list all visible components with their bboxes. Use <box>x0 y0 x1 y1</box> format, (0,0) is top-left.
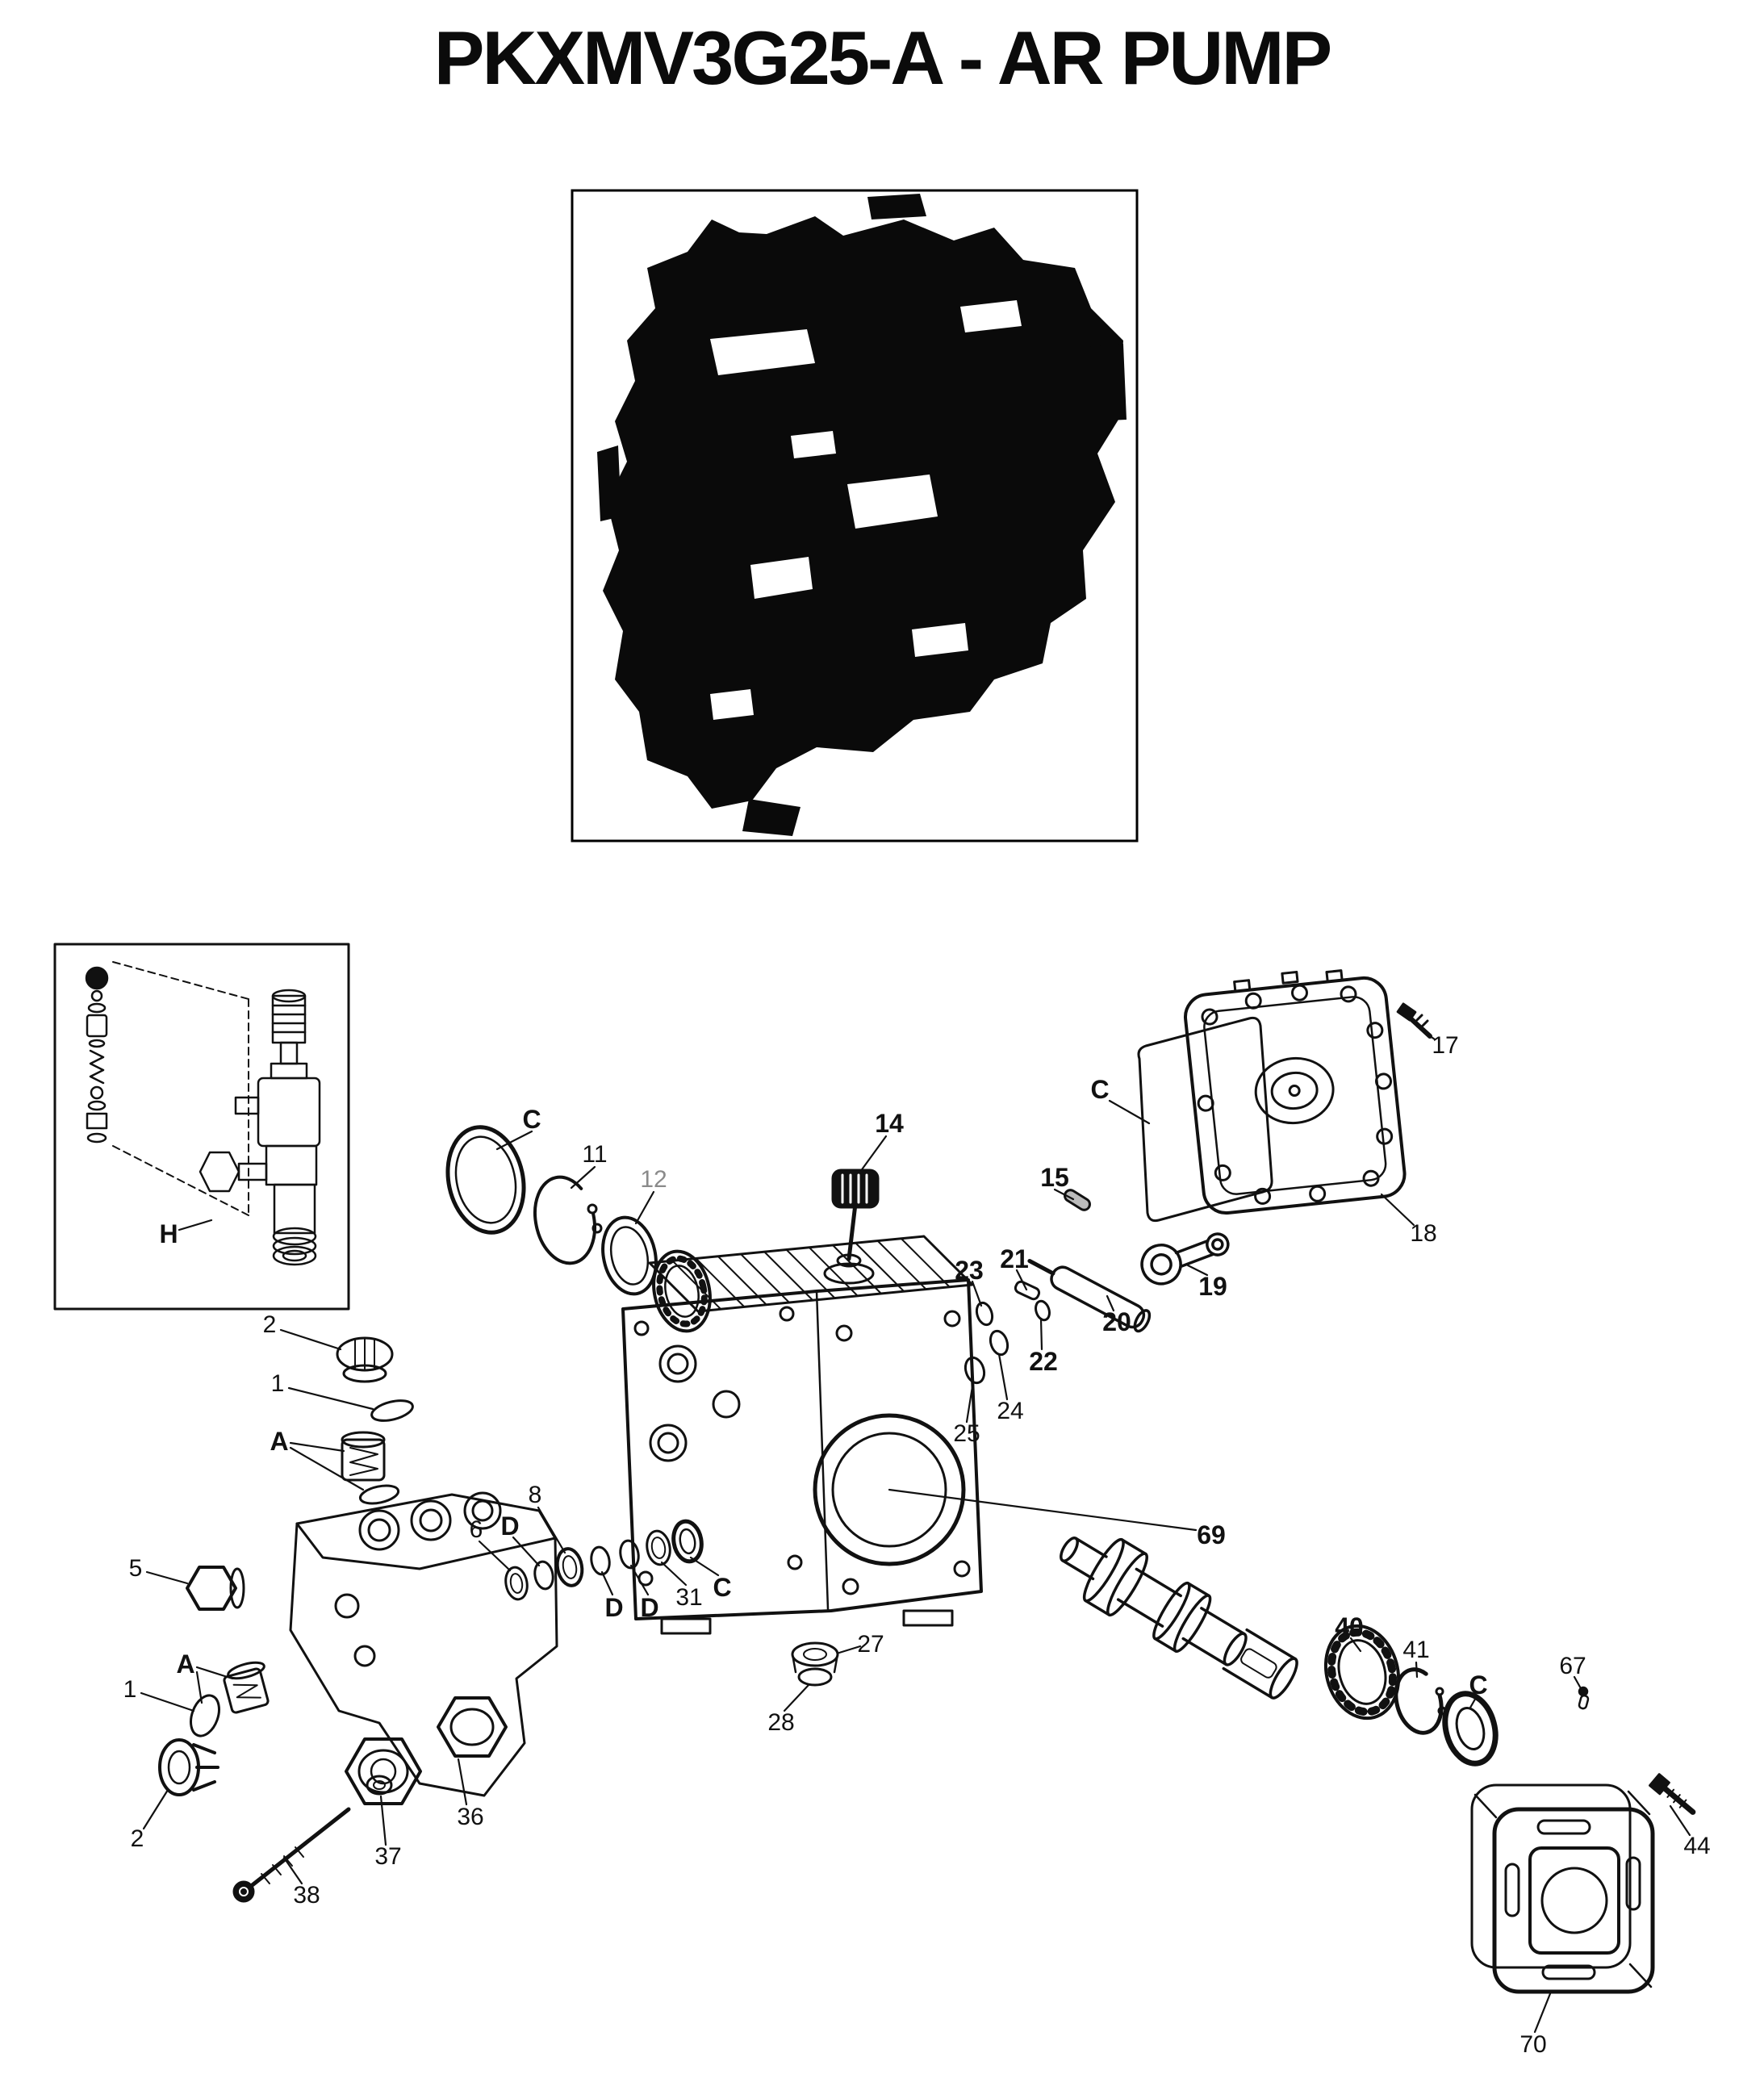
plunger-rod-20 <box>1027 1259 1152 1333</box>
seals-c-11-12 <box>445 1125 712 1333</box>
snap-ring-41 <box>1394 1667 1447 1735</box>
small-parts-21-25 <box>964 1280 1051 1385</box>
plug-5 <box>186 1566 245 1611</box>
pump-photo <box>571 189 1139 843</box>
o-ring-1-left <box>190 1694 220 1737</box>
manifold-block <box>289 1491 558 1805</box>
o-ring-1-upper <box>370 1399 414 1422</box>
valve-a-left <box>223 1661 270 1714</box>
oil-seal-c-right <box>1442 1691 1499 1767</box>
inset-box <box>53 943 350 1311</box>
pin-15 <box>1064 1189 1091 1211</box>
pump-body <box>621 1235 983 1635</box>
dipstick-knob-14 <box>831 1169 880 1268</box>
connecting-rod-19 <box>1140 1232 1230 1286</box>
bearing-40 <box>1323 1624 1401 1721</box>
screw-44 <box>1649 1773 1696 1815</box>
plug-2-upper <box>336 1336 394 1383</box>
unloader-valve-drawing <box>199 989 321 1266</box>
pin-67 <box>1578 1686 1590 1710</box>
leader-lines <box>140 1025 1691 2034</box>
diagram-title: PKXMV3G25-A - AR PUMP <box>433 15 1332 100</box>
hex-plug-2-left <box>158 1738 219 1796</box>
crankshaft-69 <box>1060 1537 1298 1700</box>
flange-70 <box>1470 1783 1655 1994</box>
washer-37 <box>366 1775 393 1796</box>
pump-photo-highlights <box>710 300 1022 720</box>
gasket-c <box>1137 1016 1273 1223</box>
inset-dashed-lines <box>112 961 249 1216</box>
rear-cover-18 <box>1184 969 1407 1215</box>
valve-a-upper <box>341 1431 400 1505</box>
bolt-38 <box>232 1807 351 1903</box>
oil-cap-27-28 <box>791 1641 839 1687</box>
plunger-seal-stack <box>504 1519 704 1601</box>
valve-parts-stack <box>85 966 109 1144</box>
